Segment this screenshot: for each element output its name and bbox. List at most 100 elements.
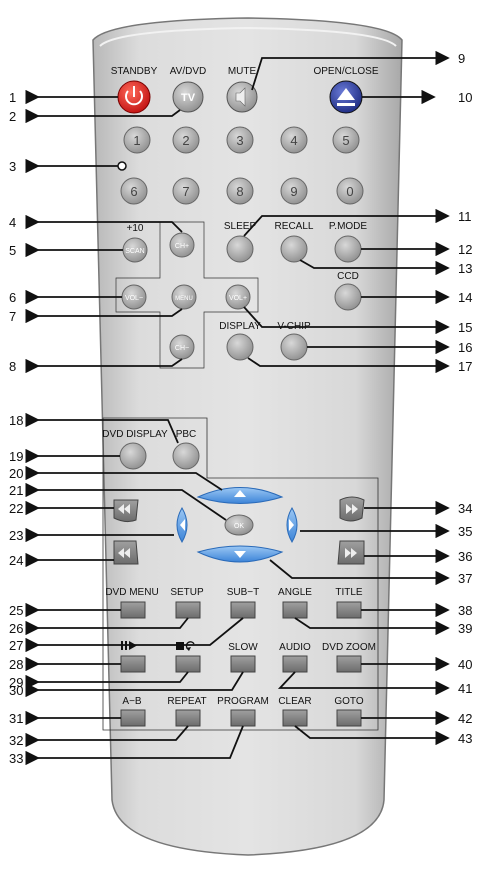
standby-button[interactable] — [117, 80, 151, 114]
callout-19: 19 — [9, 449, 23, 464]
fast-forward-button[interactable] — [339, 496, 365, 522]
callout-24: 24 — [9, 553, 23, 568]
clear-label: CLEAR — [278, 696, 311, 707]
callout-35: 35 — [458, 524, 472, 539]
step-button[interactable] — [120, 655, 146, 673]
digit-button-3[interactable]: 3 — [226, 126, 254, 154]
fast-reverse-button[interactable] — [113, 499, 139, 523]
title-label: TITLE — [335, 587, 363, 598]
title-button[interactable] — [336, 601, 362, 619]
digit-6-text: 6 — [130, 184, 137, 199]
scan-button[interactable]: SCAN — [122, 237, 148, 263]
prev-button[interactable] — [113, 540, 139, 565]
callout-3: 3 — [9, 159, 16, 174]
digit-button-1[interactable]: 1 — [123, 126, 151, 154]
ir-indicator-dot — [117, 161, 127, 171]
clear-button[interactable] — [282, 709, 308, 727]
slow-label: SLOW — [228, 642, 258, 653]
tv-button-text: TV — [181, 92, 196, 104]
left-arrow-icon — [180, 519, 185, 531]
dvd-display-button[interactable] — [119, 442, 147, 470]
digit-button-4[interactable]: 4 — [280, 126, 308, 154]
ch-minus-button[interactable]: CH− — [169, 334, 195, 360]
vol-minus-button[interactable]: VOL− — [121, 284, 147, 310]
goto-button[interactable] — [336, 709, 362, 727]
pmode-button[interactable] — [334, 235, 362, 263]
audio-label: AUDIO — [279, 642, 311, 653]
dvd-zoom-label: DVD ZOOM — [322, 642, 376, 653]
mute-button[interactable] — [226, 81, 258, 113]
digit-button-8[interactable]: 8 — [226, 177, 254, 205]
callout-38: 38 — [458, 603, 472, 618]
callout-43: 43 — [458, 731, 472, 746]
sleep-button[interactable] — [226, 235, 254, 263]
angle-button[interactable] — [282, 601, 308, 619]
av-dvd-label: AV/DVD — [170, 66, 207, 77]
digit-button-2[interactable]: 2 — [172, 126, 200, 154]
callout-15: 15 — [458, 320, 472, 335]
ch-minus-text: CH− — [175, 345, 189, 352]
repeat-button[interactable] — [175, 709, 201, 727]
digit-button-9[interactable]: 9 — [280, 177, 308, 205]
pbc-button[interactable] — [172, 442, 200, 470]
next-button[interactable] — [337, 540, 365, 565]
tv-button[interactable]: TV — [172, 81, 204, 113]
recall-button[interactable] — [280, 235, 308, 263]
digit-5-text: 5 — [342, 133, 349, 148]
stop-return-button[interactable] — [175, 655, 201, 673]
callout-28: 28 — [9, 657, 23, 672]
slow-button[interactable] — [230, 655, 256, 673]
fast-forward-icon — [346, 504, 358, 514]
program-button[interactable] — [230, 709, 256, 727]
ok-button[interactable]: OK — [224, 514, 254, 536]
callout-21: 21 — [9, 483, 23, 498]
callout-41: 41 — [458, 681, 472, 696]
callout-33: 33 — [9, 751, 23, 766]
vol-plus-button[interactable]: VOL+ — [225, 284, 251, 310]
up-arrow-icon — [234, 490, 246, 497]
callout-8: 8 — [9, 359, 16, 374]
ccd-button[interactable] — [334, 283, 362, 311]
callout-7: 7 — [9, 309, 16, 324]
callout-25: 25 — [9, 603, 23, 618]
digit-button-5[interactable]: 5 — [332, 126, 360, 154]
ab-button[interactable] — [120, 709, 146, 727]
ch-plus-text: CH+ — [175, 243, 189, 250]
callout-23: 23 — [9, 528, 23, 543]
callout-29: 29 — [9, 675, 23, 690]
digit-button-7[interactable]: 7 — [172, 177, 200, 205]
pmode-label: P.MODE — [329, 221, 367, 232]
callout-22: 22 — [9, 501, 23, 516]
callout-39: 39 — [458, 621, 472, 636]
callout-2: 2 — [9, 109, 16, 124]
callout-32: 32 — [9, 733, 23, 748]
digit-button-0[interactable]: 0 — [336, 177, 364, 205]
setup-label: SETUP — [170, 587, 204, 598]
eject-icon — [337, 88, 355, 106]
setup-button[interactable] — [175, 601, 201, 619]
dvd-menu-button[interactable] — [120, 601, 146, 619]
callout-27: 27 — [9, 638, 23, 653]
callout-numbers: 1 2 3 4 5 6 7 8 9 10 11 12 13 14 15 16 1… — [9, 51, 472, 766]
menu-button[interactable]: MENU — [171, 284, 197, 310]
audio-button[interactable] — [282, 655, 308, 673]
subt-button[interactable] — [230, 601, 256, 619]
vol-plus-text: VOL+ — [229, 295, 247, 302]
ch-plus-button[interactable]: CH+ — [169, 232, 195, 258]
standby-label: STANDBY — [111, 66, 158, 77]
dvd-zoom-button[interactable] — [336, 655, 362, 673]
skip-back-icon — [118, 548, 130, 558]
digit-button-6[interactable]: 6 — [120, 177, 148, 205]
open-close-button[interactable] — [329, 80, 363, 114]
repeat-label: REPEAT — [167, 696, 206, 707]
display-button[interactable] — [226, 333, 254, 361]
ab-label: A−B — [122, 696, 142, 707]
callout-1: 1 — [9, 90, 16, 105]
dvd-menu-label: DVD MENU — [105, 587, 158, 598]
digit-9-text: 9 — [290, 184, 297, 199]
menu-button-text: MENU — [175, 296, 193, 302]
digit-8-text: 8 — [236, 184, 243, 199]
rewind-icon — [118, 504, 130, 514]
vchip-button[interactable] — [280, 333, 308, 361]
callout-10: 10 — [458, 90, 472, 105]
